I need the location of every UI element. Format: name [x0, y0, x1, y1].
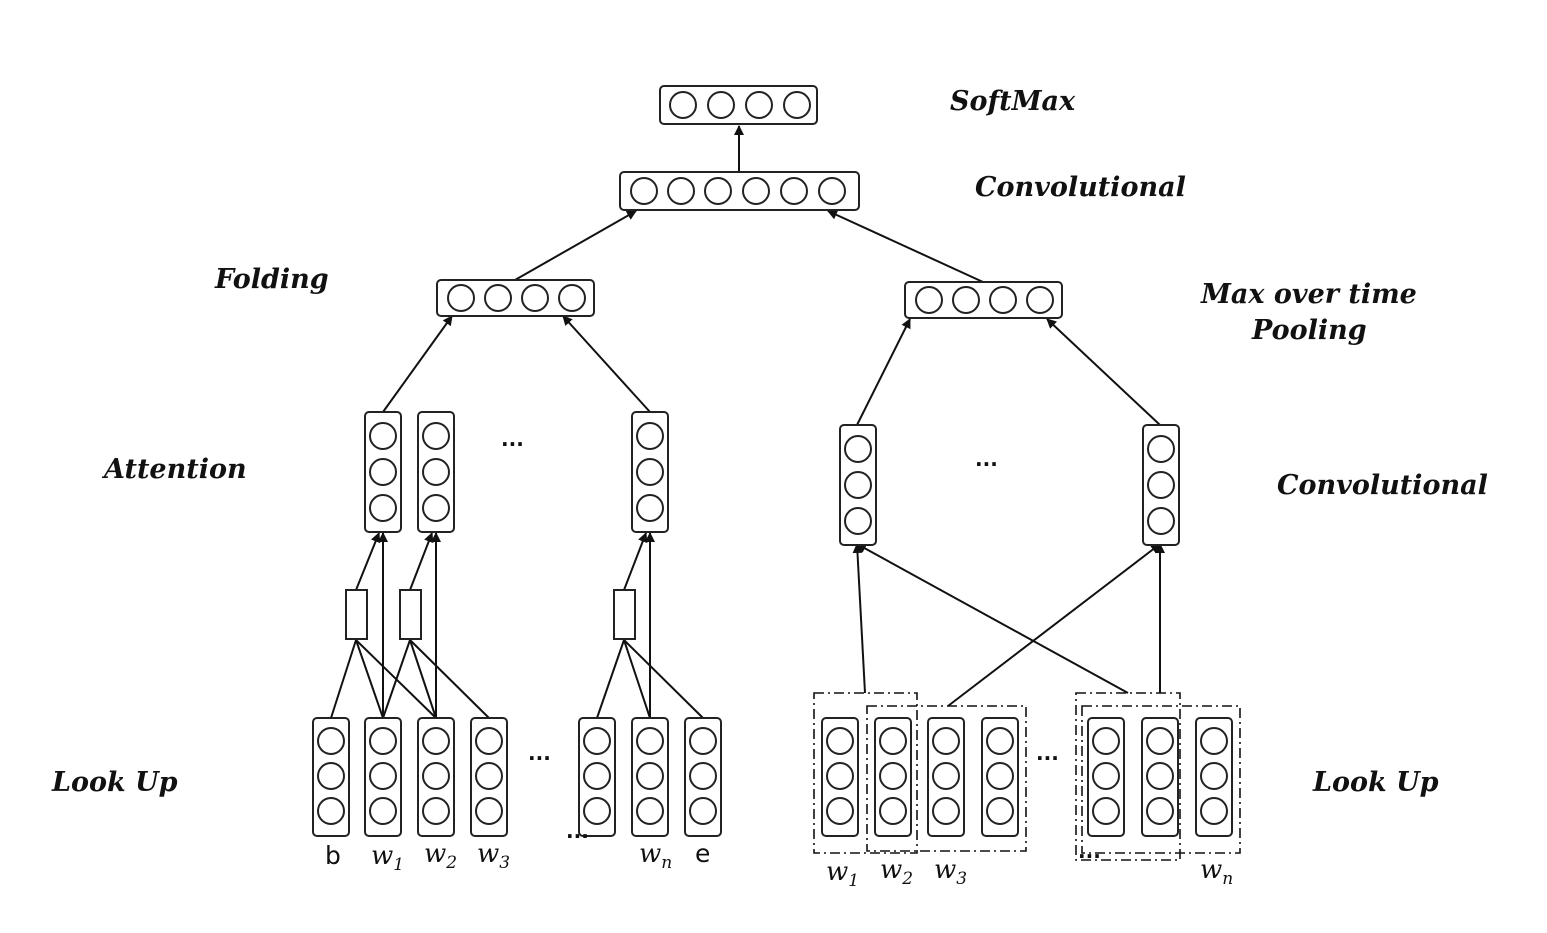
- attention-edges: [330, 532, 704, 719]
- softmax-label: SoftMax: [950, 86, 1076, 117]
- lookup-column: [578, 717, 616, 837]
- lookup-column: [821, 717, 859, 837]
- lookup-column: [470, 717, 508, 837]
- lookup-column: [927, 717, 965, 837]
- max-pooling-layer: [904, 281, 1063, 319]
- token-w1: w1: [371, 841, 404, 875]
- softmax-layer: [659, 85, 818, 125]
- token-w2: w2: [424, 839, 457, 873]
- lookup-column: [312, 717, 350, 837]
- folding-label: Folding: [214, 264, 329, 295]
- attention-column: [417, 411, 455, 533]
- max-pooling-label-line2: Pooling: [1251, 315, 1367, 346]
- attention-column: [631, 411, 669, 533]
- ellipsis-attention: ...: [501, 427, 524, 451]
- lookup-column: [1087, 717, 1125, 837]
- token-wn: wn: [639, 839, 672, 873]
- attention-column: [364, 411, 402, 533]
- lookup-column: [364, 717, 402, 837]
- lookup-column: [1141, 717, 1179, 837]
- lookup-left-label: Look Up: [51, 767, 178, 798]
- edge-conv-to-pooling-right: [1046, 318, 1161, 426]
- lookup-right-label: Look Up: [1312, 767, 1439, 798]
- edge-pooling-to-conv: [827, 210, 984, 283]
- lookup-column: [417, 717, 455, 837]
- token-w3-right: w3: [934, 855, 967, 889]
- ellipsis-right-window: ...: [1078, 839, 1101, 863]
- right-convolution-columns: [839, 424, 1180, 546]
- attention-label: Attention: [101, 454, 247, 485]
- edge-attention-to-folding-right: [562, 315, 651, 413]
- attention-columns: [364, 411, 669, 533]
- top-convolutional-layer: [619, 171, 860, 211]
- ellipsis-right-lookup: ...: [1036, 741, 1059, 765]
- edges: [330, 125, 1165, 719]
- lookup-column: [981, 717, 1019, 837]
- token-b: b: [325, 841, 341, 870]
- lookup-column: [684, 717, 722, 837]
- top-convolutional-label: Convolutional: [975, 172, 1186, 203]
- lookup-column: [1195, 717, 1233, 837]
- ellipsis-left-lookup: ...: [528, 741, 551, 765]
- edge-folding-to-conv: [514, 210, 637, 281]
- ellipsis-left-lookup-low: ...: [566, 819, 589, 843]
- token-e: e: [695, 839, 710, 868]
- attention-weight-boxes: [345, 589, 636, 640]
- right-lookup-columns: [821, 717, 1233, 837]
- token-w1-right: w1: [826, 857, 859, 891]
- token-w2-right: w2: [880, 855, 913, 889]
- edge-attention-to-folding-left: [382, 315, 453, 413]
- token-w3: w3: [477, 839, 510, 873]
- lookup-column: [631, 717, 669, 837]
- max-pooling-label-line1: Max over time: [1200, 279, 1417, 310]
- folding-layer: [436, 279, 595, 317]
- token-wn-right: wn: [1200, 855, 1233, 889]
- edge-conv-to-pooling-left: [856, 318, 911, 426]
- convolution-windows: [813, 692, 1241, 861]
- convolution-column: [839, 424, 877, 546]
- ellipsis-convolution: ...: [975, 447, 998, 471]
- convolution-edges: [852, 543, 1165, 707]
- right-convolutional-label: Convolutional: [1277, 470, 1488, 501]
- lookup-column: [874, 717, 912, 837]
- convolution-column: [1142, 424, 1180, 546]
- left-lookup-columns: [312, 717, 722, 837]
